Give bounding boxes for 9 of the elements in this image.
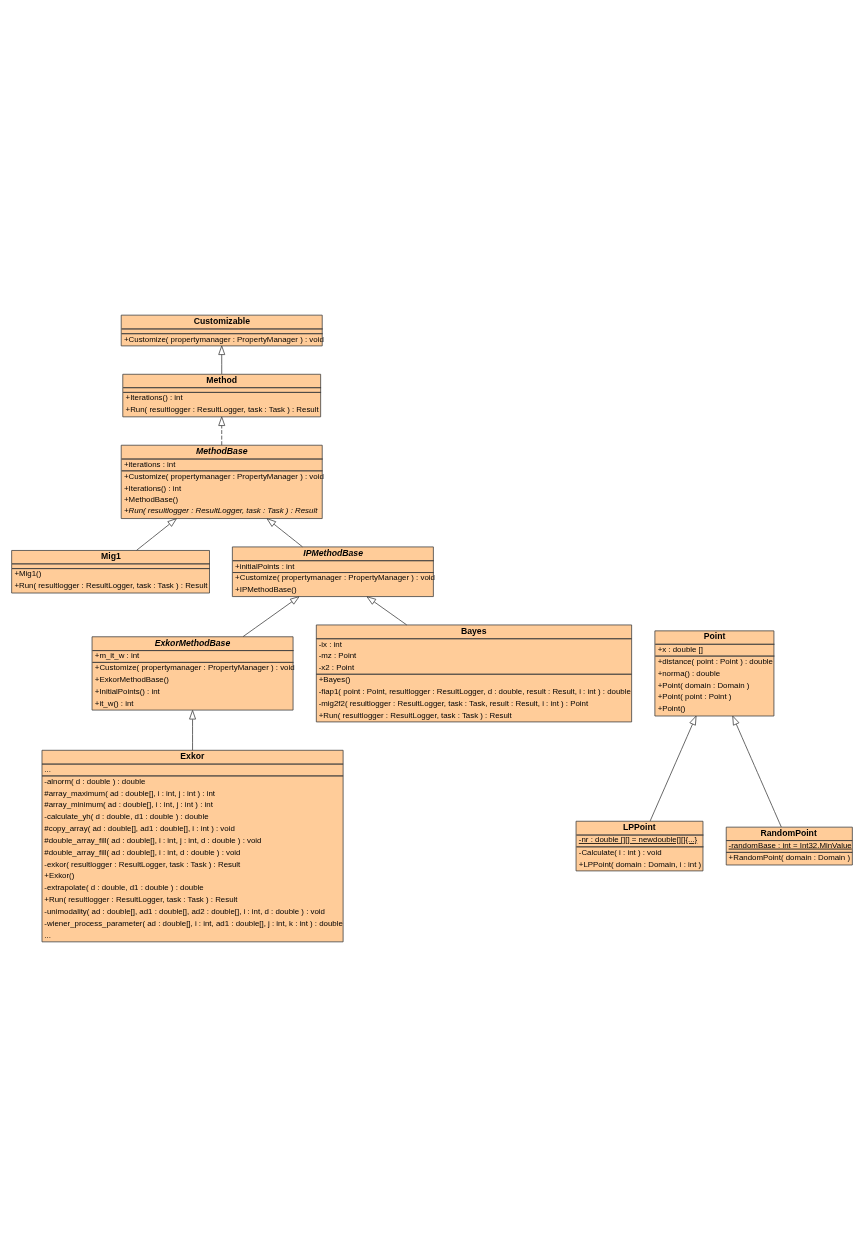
arrow [189,709,196,751]
arrow [218,416,226,446]
arrow [649,715,697,822]
arrow [218,345,226,374]
arrow [266,517,303,547]
arrow [732,715,782,827]
arrow [366,595,408,625]
arrow [242,595,300,637]
arrow [136,517,177,551]
